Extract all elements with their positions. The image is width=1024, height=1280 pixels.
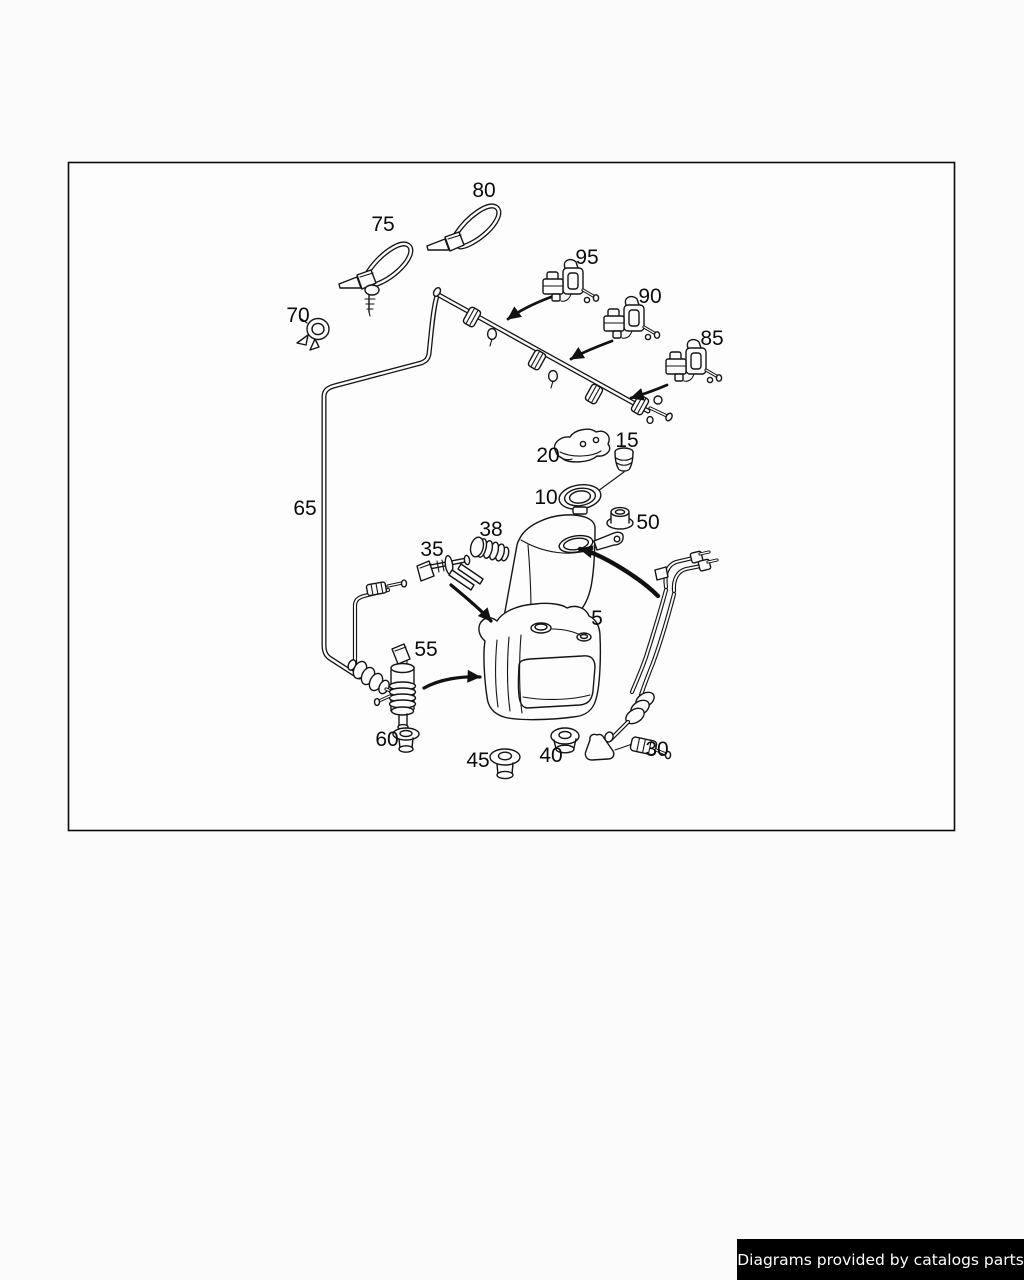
part-label-80: 80 bbox=[472, 179, 495, 202]
pointer-arrows bbox=[422, 295, 669, 690]
pump-outlet-hose-drawing bbox=[352, 579, 408, 680]
cable-tie-75-drawing bbox=[339, 244, 411, 317]
reservoir-cap-20-drawing bbox=[553, 428, 611, 463]
clamp-70-drawing bbox=[296, 317, 330, 351]
grommet-38-drawing bbox=[469, 536, 510, 562]
grommet-40-drawing bbox=[550, 727, 580, 754]
part-label-65: 65 bbox=[293, 497, 316, 520]
seal-ring-10-drawing bbox=[558, 484, 602, 515]
washer-hose-65-drawing bbox=[321, 293, 440, 680]
valve-35-drawing bbox=[416, 554, 484, 591]
part-label-70: 70 bbox=[286, 304, 309, 327]
part-label-55: 55 bbox=[414, 638, 437, 661]
footer-credit-text: Diagrams provided by catalogs parts bbox=[737, 1250, 1024, 1269]
part-label-50: 50 bbox=[636, 511, 659, 534]
part-label-60: 60 bbox=[375, 728, 398, 751]
part-label-35: 35 bbox=[420, 538, 443, 561]
part-label-20: 20 bbox=[536, 444, 559, 467]
part-label-38: 38 bbox=[479, 518, 502, 541]
part-label-5: 5 bbox=[591, 607, 603, 630]
footer-credit-bar: Diagrams provided by catalogs parts bbox=[737, 1239, 1024, 1280]
part-label-40: 40 bbox=[539, 744, 562, 767]
part-label-30: 30 bbox=[645, 738, 668, 761]
part-label-75: 75 bbox=[371, 213, 394, 236]
plug-15-drawing bbox=[597, 447, 634, 492]
part-label-90: 90 bbox=[638, 285, 661, 308]
part-label-15: 15 bbox=[615, 429, 638, 452]
part-label-45: 45 bbox=[466, 749, 489, 772]
nut-50-drawing bbox=[606, 506, 634, 530]
part-label-95: 95 bbox=[575, 246, 598, 269]
filler-hose-30-drawing bbox=[584, 550, 719, 761]
grommet-60-drawing bbox=[392, 727, 420, 753]
part-label-85: 85 bbox=[700, 327, 723, 350]
grommet-45-drawing bbox=[489, 748, 521, 780]
spray-tube-drawing bbox=[432, 287, 673, 425]
part-labels: 80 75 70 95 90 85 20 15 10 50 38 35 5 65… bbox=[286, 179, 723, 772]
part-label-10: 10 bbox=[534, 486, 557, 509]
diagram-border bbox=[67, 161, 956, 832]
